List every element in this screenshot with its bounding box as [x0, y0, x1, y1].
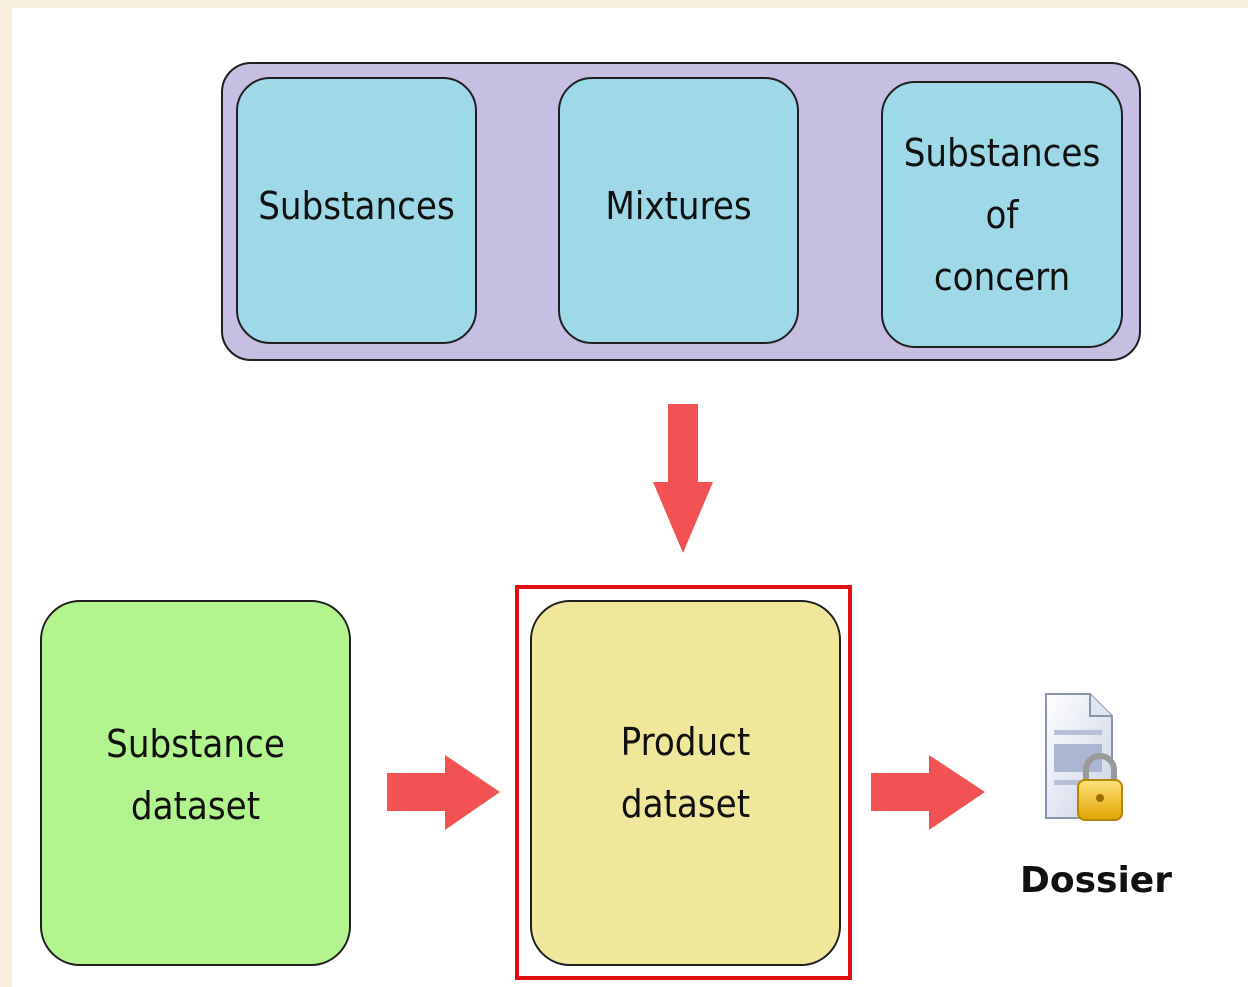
substances-of-concern-line-1: Substances	[903, 130, 1101, 175]
right-arrow-substance-to-product	[387, 755, 500, 830]
substances-of-concern-line-2: of	[985, 192, 1019, 237]
product-dataset-box: Product dataset	[530, 600, 841, 966]
mixtures-label: Mixtures	[605, 183, 752, 228]
substance-dataset-line-2: dataset	[130, 784, 261, 828]
locked-document-icon	[1045, 693, 1123, 821]
substances-of-concern-box: Substances of concern	[881, 81, 1123, 348]
background-frame-left	[0, 0, 12, 987]
product-dataset-highlight	[515, 585, 852, 980]
substances-label: Substances	[258, 183, 455, 228]
substance-dataset-line-1: Substance	[106, 722, 285, 766]
substances-of-concern-line-3: concern	[933, 254, 1071, 299]
mixtures-box: Mixtures	[558, 77, 799, 344]
dossier-label: Dossier	[1020, 860, 1172, 901]
substances-box: Substances	[236, 77, 477, 344]
substance-dataset-box: Substance dataset	[40, 600, 351, 966]
product-dataset-line-1: Product	[620, 720, 751, 764]
down-arrow	[653, 404, 713, 553]
background-frame-top	[0, 0, 1248, 8]
product-dataset-line-2: dataset	[620, 782, 751, 826]
right-arrow-product-to-dossier	[871, 755, 985, 830]
